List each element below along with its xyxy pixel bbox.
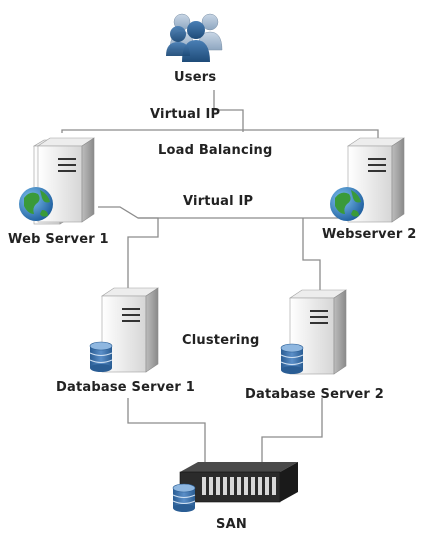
- clustering-label: Clustering: [182, 333, 260, 348]
- line-load-balancing: [61, 129, 379, 140]
- database-icon: [280, 343, 304, 374]
- storage-array-icon: [179, 462, 298, 503]
- line-web2-to-db2: [302, 218, 321, 292]
- virtual-ip-mid-label: Virtual IP: [183, 194, 254, 209]
- load-balancing-label: Load Balancing: [158, 143, 273, 158]
- virtual-ip-top-label: Virtual IP: [150, 107, 221, 122]
- database-server-1-label: Database Server 1: [56, 380, 195, 395]
- database-icon: [89, 341, 113, 372]
- san-label: SAN: [216, 517, 247, 532]
- line-users-to-lb: [213, 90, 244, 132]
- line-web1-to-db1: [98, 206, 159, 290]
- web-server-1-label: Web Server 1: [8, 232, 109, 247]
- globe-icon: [19, 187, 53, 221]
- database-icon: [172, 483, 196, 512]
- web-server-2-label: Webserver 2: [322, 227, 417, 242]
- globe-icon: [330, 187, 364, 221]
- connection-lines: [61, 90, 379, 470]
- line-db2-to-san: [261, 398, 323, 470]
- database-server-2-label: Database Server 2: [245, 387, 384, 402]
- line-db1-to-san: [127, 398, 206, 470]
- users-label: Users: [174, 70, 217, 85]
- users-icon: [166, 13, 223, 62]
- database-server-1-body: [101, 287, 159, 373]
